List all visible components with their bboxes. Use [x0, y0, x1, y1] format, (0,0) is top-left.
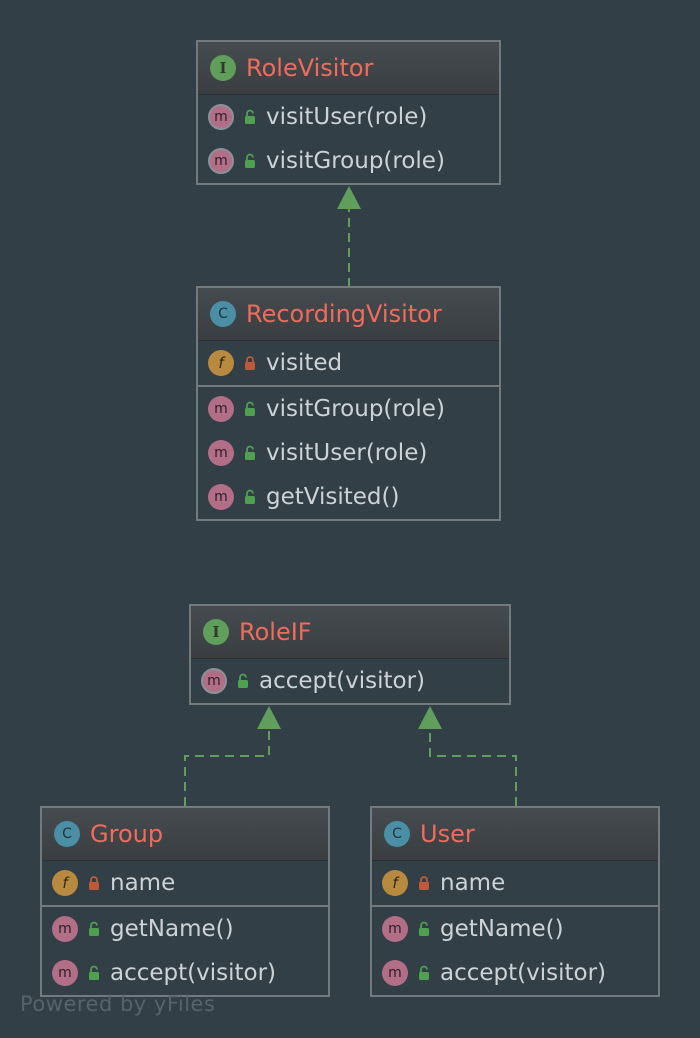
class-name: RecordingVisitor	[246, 300, 442, 328]
unlocked-padlock-icon	[89, 921, 99, 936]
abstract-method-icon: m	[208, 148, 234, 174]
locked-padlock-icon	[419, 876, 429, 890]
methods-section: m visitGroup(role) m visitUser(role) m getVis…	[198, 385, 499, 519]
method-row[interactable]: m visitGroup(role)	[198, 139, 499, 183]
method-icon: m	[382, 916, 408, 942]
field-row[interactable]: f visited	[198, 341, 499, 385]
edge-recording-visitor-to-role-visitor	[337, 186, 361, 287]
method-name: accept(visitor)	[259, 668, 426, 694]
field-icon: f	[52, 870, 78, 896]
unlocked-padlock-icon	[245, 401, 255, 416]
unlocked-padlock-icon	[245, 489, 255, 504]
method-icon: m	[208, 440, 234, 466]
method-row[interactable]: m visitGroup(role)	[198, 387, 499, 431]
method-row[interactable]: m visitUser(role)	[198, 431, 499, 475]
edge-group-to-role-if	[184, 706, 281, 806]
locked-padlock-icon	[89, 876, 99, 890]
method-icon: m	[382, 960, 408, 986]
method-row[interactable]: m getName()	[372, 907, 658, 951]
field-row[interactable]: f name	[42, 861, 328, 905]
field-icon: f	[382, 870, 408, 896]
methods-section: m getName() m accept(visitor)	[42, 905, 328, 995]
class-header[interactable]: C Group	[42, 808, 328, 861]
class-header[interactable]: C RecordingVisitor	[198, 288, 499, 341]
method-name: accept(visitor)	[110, 960, 277, 986]
method-icon: m	[52, 960, 78, 986]
method-name: visitGroup(role)	[266, 148, 445, 174]
method-name: visitUser(role)	[266, 104, 428, 130]
class-header[interactable]: I RoleIF	[191, 606, 509, 659]
method-row[interactable]: m accept(visitor)	[372, 951, 658, 995]
abstract-method-icon: m	[208, 104, 234, 130]
method-row[interactable]: m accept(visitor)	[42, 951, 328, 995]
class-name: RoleIF	[239, 618, 312, 646]
field-name: name	[440, 870, 506, 896]
field-icon: f	[208, 350, 234, 376]
method-row[interactable]: m accept(visitor)	[191, 659, 509, 703]
interface-icon: I	[210, 55, 236, 81]
class-icon: C	[54, 821, 80, 847]
class-header[interactable]: C User	[372, 808, 658, 861]
locked-padlock-icon	[245, 356, 255, 370]
class-name: Group	[90, 820, 164, 848]
method-row[interactable]: m getName()	[42, 907, 328, 951]
class-icon: C	[210, 301, 236, 327]
class-name: User	[420, 820, 475, 848]
interface-icon: I	[203, 619, 229, 645]
method-name: accept(visitor)	[440, 960, 607, 986]
class-box-role-if[interactable]: I RoleIF m accept(visitor)	[189, 604, 511, 705]
class-name: RoleVisitor	[246, 54, 374, 82]
method-name: getName()	[440, 916, 564, 942]
field-row[interactable]: f name	[372, 861, 658, 905]
class-icon: C	[384, 821, 410, 847]
class-box-role-visitor[interactable]: I RoleVisitor m visitUser(role) m visitGroup(…	[196, 40, 501, 185]
method-name: visitUser(role)	[266, 440, 428, 466]
unlocked-padlock-icon	[245, 153, 255, 168]
unlocked-padlock-icon	[245, 445, 255, 460]
method-name: getVisited()	[266, 484, 400, 510]
field-name: name	[110, 870, 176, 896]
method-icon: m	[52, 916, 78, 942]
unlocked-padlock-icon	[245, 109, 255, 124]
method-icon: m	[208, 484, 234, 510]
method-name: getName()	[110, 916, 234, 942]
watermark: Powered by yFiles	[20, 992, 216, 1016]
methods-section: m accept(visitor)	[191, 659, 509, 703]
fields-section: f name	[372, 861, 658, 905]
unlocked-padlock-icon	[419, 965, 429, 980]
unlocked-padlock-icon	[238, 673, 248, 688]
unlocked-padlock-icon	[419, 921, 429, 936]
abstract-method-icon: m	[201, 668, 227, 694]
unlocked-padlock-icon	[89, 965, 99, 980]
fields-section: f name	[42, 861, 328, 905]
edge-user-to-role-if	[418, 706, 517, 806]
method-row[interactable]: m visitUser(role)	[198, 95, 499, 139]
class-box-recording-visitor[interactable]: C RecordingVisitor f visited m visitGroup(rol…	[196, 286, 501, 521]
field-name: visited	[266, 350, 343, 376]
fields-section: f visited	[198, 341, 499, 385]
method-name: visitGroup(role)	[266, 396, 445, 422]
methods-section: m getName() m accept(visitor)	[372, 905, 658, 995]
methods-section: m visitUser(role) m visitGroup(role)	[198, 95, 499, 183]
method-icon: m	[208, 396, 234, 422]
class-header[interactable]: I RoleVisitor	[198, 42, 499, 95]
method-row[interactable]: m getVisited()	[198, 475, 499, 519]
